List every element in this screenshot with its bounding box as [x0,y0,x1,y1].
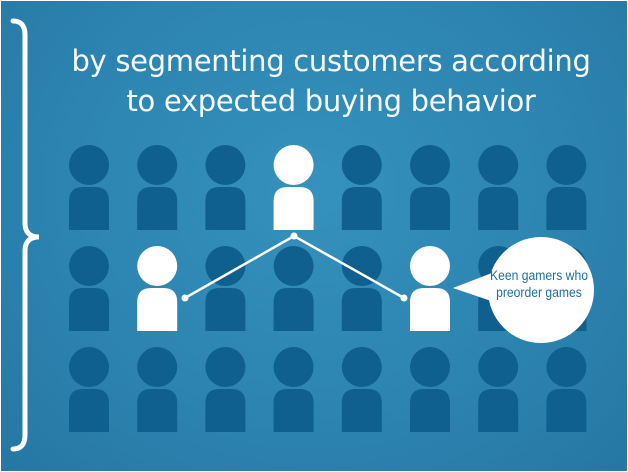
callout-text: Keen gamers who preorder games [490,267,589,301]
slide-title: by segmenting customers according to exp… [41,41,621,121]
person-icon [478,145,519,230]
person-icon [341,347,382,432]
title-line-2: to expected buying behavior [126,84,536,118]
person-icon [341,246,382,331]
person-icon [69,246,109,331]
highlighted-person-icon [137,246,178,331]
callout-line-2: preorder games [496,285,582,300]
person-icon [137,145,178,230]
person-icon [69,145,109,230]
person-icon [137,347,178,432]
person-icon [410,347,450,432]
highlighted-person-icon [273,145,314,230]
person-icon [546,145,587,230]
person-icon [273,246,314,331]
highlighted-person-icon [410,246,450,331]
title-line-1: by segmenting customers according [71,44,591,78]
speech-bubble [453,237,594,343]
person-icon [205,347,246,432]
person-icon [69,347,109,432]
person-icon [205,145,246,230]
connector-lines [181,232,408,302]
callout-line-1: Keen gamers who [490,268,588,283]
person-icon [273,347,314,432]
left-brace [10,18,40,452]
person-icon [478,347,519,432]
person-icon [410,145,450,230]
person-icon [546,347,587,432]
person-icon [341,145,382,230]
person-icon [205,246,246,331]
